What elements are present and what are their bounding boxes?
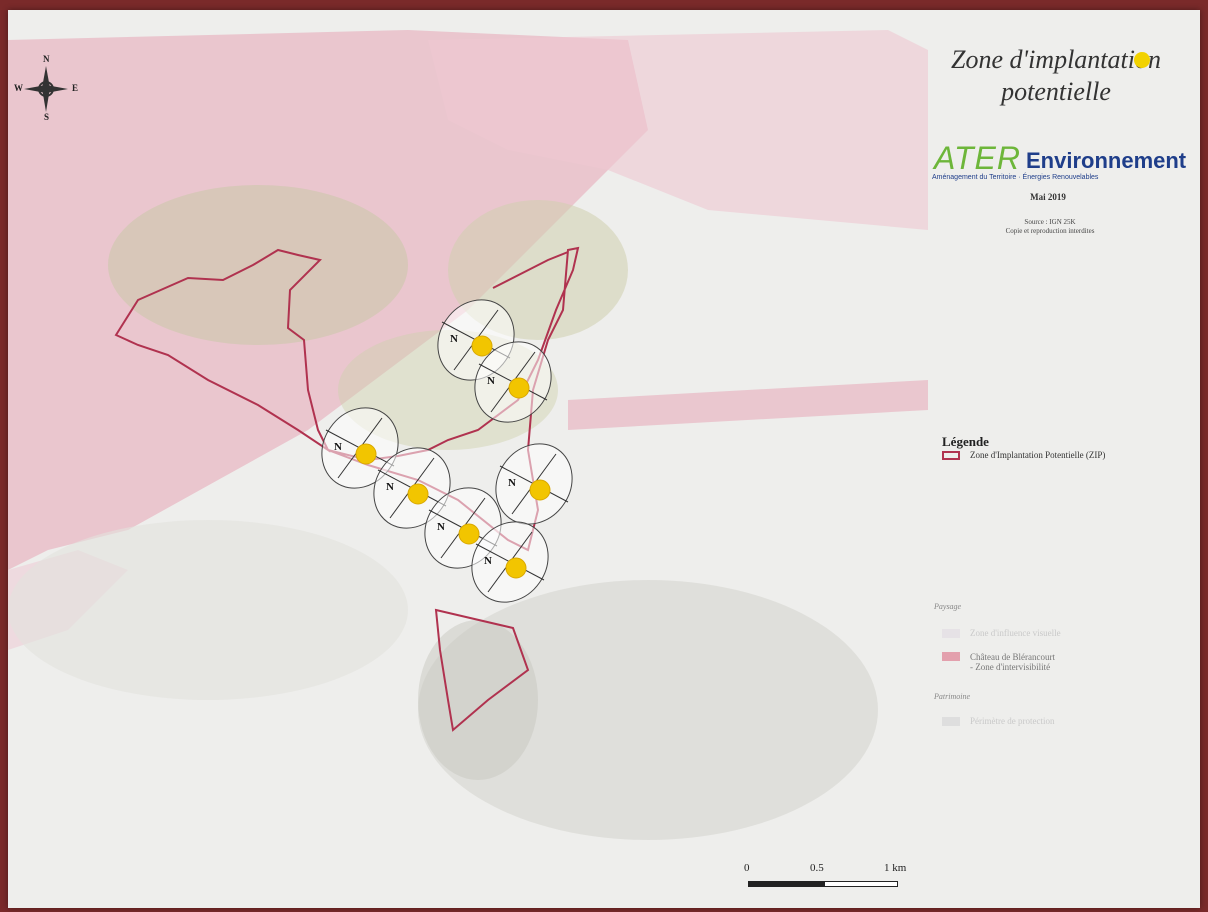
north-marker-label: N [487, 375, 495, 387]
pushpin-icon [471, 335, 493, 357]
scale-tick-0: 0 [744, 862, 750, 874]
legend-chateau-swatch [942, 652, 960, 661]
grey-zone-3 [8, 520, 408, 700]
source-line-1: Source : IGN 25K [1024, 218, 1076, 226]
title-line-1: Zone d'implantation [951, 45, 1161, 74]
map-sheet: N N N N N N N N S E W Zone d'implantation pote… [8, 10, 1200, 908]
map-title: Zone d'implantation potentielle [926, 44, 1186, 108]
legend-zip-label: Zone d'Implantation Potentielle (ZIP) [970, 450, 1106, 460]
legend-chateau: Château de Blérancourt - Zone d'intervis… [942, 652, 1055, 672]
legend-faded-label-2: Périmètre de protection [970, 716, 1055, 726]
north-marker-label: N [450, 333, 458, 345]
compass-s: S [44, 112, 50, 122]
zip-outline-south [434, 608, 530, 732]
legend-title: Légende [942, 434, 989, 449]
legend-faded-row-1: Zone d'influence visuelle [942, 628, 1061, 638]
map-date: Mai 2019 [1030, 192, 1066, 202]
pushpin-icon [355, 443, 377, 465]
compass-e: E [72, 83, 79, 93]
logo-environnement: Environnement [1026, 148, 1187, 173]
north-marker-label: N [334, 441, 342, 453]
title-line-2: potentielle [1001, 77, 1111, 106]
turbine-sticker: N [471, 521, 549, 603]
pushpin-icon [407, 483, 429, 505]
compass-rose: N S E W [14, 54, 79, 134]
legend-faded-swatch-1 [942, 628, 960, 638]
legend-zip-swatch [942, 450, 960, 460]
compass-icon [24, 66, 68, 112]
turbine-sticker: N [495, 443, 573, 525]
pushpin-icon [458, 523, 480, 545]
compass-w: W [14, 83, 23, 93]
north-marker-label: N [386, 481, 394, 493]
compass-n: N [43, 54, 50, 64]
map-canvas: N N N N N N N [8, 30, 928, 840]
legend-chateau-label: Château de Blérancourt - Zone d'intervis… [970, 652, 1055, 672]
turbine-sticker: N [373, 447, 451, 529]
legend-zip: Zone d'Implantation Potentielle (ZIP) [942, 450, 1105, 460]
legend-chateau-line-1: Château de Blérancourt [970, 652, 1055, 662]
pink-band [568, 380, 928, 430]
olive-zone-1 [108, 185, 408, 345]
pushpin-icon [505, 557, 527, 579]
pink-zone-top-right [428, 30, 928, 230]
logo-tagline: Aménagement du Territoire · Énergies Ren… [932, 174, 1099, 181]
ater-logo: ATER Environnement Aménagement du Territ… [932, 138, 1194, 188]
legend-chateau-line-2: - Zone d'intervisibilité [970, 662, 1051, 672]
logo-ater: ATER [934, 140, 1021, 176]
zip-outline-north [114, 248, 331, 453]
north-marker-label: N [484, 555, 492, 567]
scale-tick-half: 0.5 [810, 862, 824, 874]
scale-segment-white [824, 881, 898, 887]
north-marker-label: N [508, 477, 516, 489]
turbine-sticker: N [474, 341, 552, 423]
scale-segment-black [748, 881, 824, 887]
legend-faded-label-1: Zone d'influence visuelle [970, 628, 1061, 638]
legend-section-patrimoine: Patrimoine [934, 692, 970, 701]
pushpin-icon [508, 377, 530, 399]
scale-tick-1km: 1 km [884, 862, 907, 874]
scale-bar: 0 0.5 1 km [744, 862, 908, 887]
pushpin-icon [1134, 52, 1150, 68]
grey-zone-1 [418, 580, 878, 840]
legend-faded-row-2: Périmètre de protection [942, 716, 1054, 726]
turbine-stickers: N N N N N N N [321, 299, 573, 603]
north-marker-label: N [437, 521, 445, 533]
pushpin-icon [529, 479, 551, 501]
zip-outline-ridge [492, 251, 569, 289]
legend-faded-swatch-2 [942, 716, 960, 726]
source-line-2: Copie et reproduction interdites [1005, 227, 1095, 235]
legend-section-paysage: Paysage [934, 602, 962, 611]
grey-zone-2 [418, 620, 538, 780]
source-note: Source : IGN 25K Copie et reproduction i… [970, 218, 1130, 236]
